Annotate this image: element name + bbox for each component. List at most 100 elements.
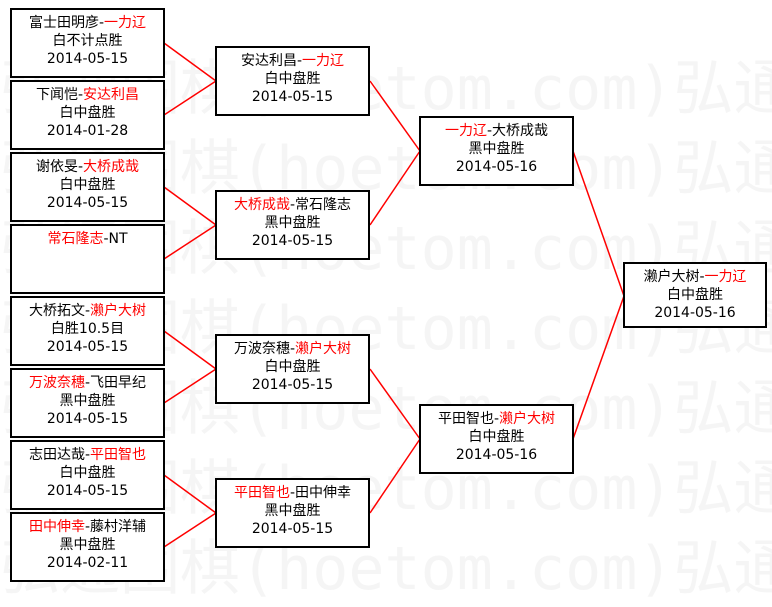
- match-box-r1-2: 下闻恺-安达利昌 白中盘胜 2014-01-28: [10, 80, 165, 150]
- player-name: 平田智也: [437, 411, 494, 427]
- match-result: 白中盘胜: [468, 429, 525, 445]
- winner-name: 濑户大树: [499, 411, 556, 427]
- player-name: 谢依旻: [35, 159, 78, 175]
- bracket-line: [369, 368, 421, 440]
- bracket-line: [572, 295, 625, 440]
- player-name: 安达利昌: [240, 53, 297, 69]
- match-date: 2014-05-16: [455, 159, 538, 175]
- player-name: 志田达哉: [28, 447, 85, 463]
- bracket-line: [163, 42, 217, 82]
- match-date: 2014-05-15: [46, 195, 129, 211]
- match-result: [12, 248, 163, 266]
- winner-name: 常石隆志: [47, 231, 104, 247]
- match-result: 白胜10.5目: [50, 321, 125, 337]
- player-name: 濑户大树: [643, 269, 700, 285]
- player-name: 藤村洋辅: [90, 519, 147, 535]
- match-players: 万波奈穗-飞田早纪: [28, 375, 147, 391]
- match-box-r2-1: 安达利昌-一力辽 白中盘胜 2014-05-15: [215, 46, 370, 116]
- winner-name: 濑户大树: [295, 341, 352, 357]
- player-name: NT: [108, 231, 128, 247]
- match-result: 白中盘胜: [264, 71, 321, 87]
- winner-name: 平田智也: [90, 447, 147, 463]
- bracket-line: [163, 330, 217, 370]
- match-players: 常石隆志-NT: [47, 231, 128, 247]
- match-date: 2014-02-11: [46, 555, 129, 571]
- match-date: 2014-05-15: [251, 377, 334, 393]
- match-date: [12, 266, 163, 284]
- match-result: 白中盘胜: [667, 287, 723, 303]
- player-name: 下闻恺: [35, 87, 78, 103]
- winner-name: 万波奈穗: [28, 375, 85, 391]
- match-result: 黑中盘胜: [59, 537, 116, 553]
- match-box-r2-2: 大桥成哉-常石隆志 黑中盘胜 2014-05-15: [215, 190, 370, 260]
- winner-name: 安达利昌: [83, 87, 140, 103]
- match-box-r1-6: 万波奈穗-飞田早纪 黑中盘胜 2014-05-15: [10, 368, 165, 438]
- match-players: 下闻恺-安达利昌: [35, 87, 140, 103]
- match-box-r1-1: 富士田明彦-一力辽 白不计点胜 2014-05-15: [10, 8, 165, 78]
- bracket-line: [163, 512, 217, 548]
- bracket-line: [369, 80, 421, 152]
- match-result: 黑中盘胜: [468, 141, 525, 157]
- match-box-r1-3: 谢依旻-大桥成哉 白中盘胜 2014-05-15: [10, 152, 165, 222]
- bracket-line: [163, 80, 217, 116]
- match-result: 白不计点胜: [52, 33, 123, 49]
- match-box-r1-5: 大桥拓文-濑户大树 白胜10.5目 2014-05-15: [10, 296, 165, 366]
- match-players: 安达利昌-一力辽: [240, 53, 345, 69]
- bracket-line: [572, 150, 625, 297]
- match-date: 2014-05-15: [46, 483, 129, 499]
- winner-name: 一力辽: [444, 123, 487, 139]
- winner-name: 濑户大树: [90, 303, 147, 319]
- match-box-final: 濑户大树-一力辽 白中盘胜 2014-05-16: [623, 262, 767, 328]
- match-date: 2014-05-16: [654, 305, 736, 321]
- match-box-r3-2: 平田智也-濑户大树 白中盘胜 2014-05-16: [419, 404, 574, 474]
- match-players: 大桥成哉-常石隆志: [233, 197, 352, 213]
- match-result: 白中盘胜: [264, 359, 321, 375]
- match-players: 万波奈穗-濑户大树: [233, 341, 352, 357]
- player-name: 大桥成哉: [492, 123, 549, 139]
- match-date: 2014-05-15: [251, 521, 334, 537]
- match-result: 白中盘胜: [59, 105, 116, 121]
- match-date: 2014-05-15: [46, 411, 129, 427]
- winner-name: 一力辽: [104, 15, 147, 31]
- match-result: 白中盘胜: [59, 177, 116, 193]
- match-box-r1-4: 常石隆志-NT: [10, 224, 165, 294]
- match-players: 谢依旻-大桥成哉: [35, 159, 140, 175]
- player-name: 大桥拓文: [28, 303, 85, 319]
- match-result: 黑中盘胜: [59, 393, 116, 409]
- match-players: 志田达哉-平田智也: [28, 447, 147, 463]
- winner-name: 一力辽: [704, 269, 747, 285]
- match-players: 濑户大树-一力辽: [643, 269, 747, 285]
- player-name: 飞田早纪: [90, 375, 147, 391]
- winner-name: 大桥成哉: [233, 197, 290, 213]
- match-players: 平田智也-田中伸幸: [233, 485, 352, 501]
- player-name: 田中伸幸: [295, 485, 352, 501]
- match-players: 平田智也-濑户大树: [437, 411, 556, 427]
- match-box-r2-4: 平田智也-田中伸幸 黑中盘胜 2014-05-15: [215, 478, 370, 548]
- winner-name: 大桥成哉: [83, 159, 140, 175]
- winner-name: 田中伸幸: [28, 519, 85, 535]
- match-date: 2014-01-28: [46, 123, 129, 139]
- bracket-line: [369, 150, 421, 226]
- match-date: 2014-05-15: [46, 339, 129, 355]
- bracket-line: [163, 224, 217, 260]
- match-box-r1-7: 志田达哉-平田智也 白中盘胜 2014-05-15: [10, 440, 165, 510]
- match-result: 黑中盘胜: [264, 215, 321, 231]
- match-players: 富士田明彦-一力辽: [28, 15, 147, 31]
- match-date: 2014-05-15: [251, 89, 334, 105]
- match-box-r2-3: 万波奈穗-濑户大树 白中盘胜 2014-05-15: [215, 334, 370, 404]
- bracket-line: [163, 186, 217, 226]
- bracket-line: [163, 368, 217, 404]
- match-players: 田中伸幸-藤村洋辅: [28, 519, 147, 535]
- player-name: 富士田明彦: [28, 15, 99, 31]
- winner-name: 平田智也: [233, 485, 290, 501]
- player-name: 常石隆志: [295, 197, 352, 213]
- match-date: 2014-05-15: [46, 51, 129, 67]
- player-name: 万波奈穗: [233, 341, 290, 357]
- match-box-r3-1: 一力辽-大桥成哉 黑中盘胜 2014-05-16: [419, 116, 574, 186]
- match-players: 大桥拓文-濑户大树: [28, 303, 147, 319]
- match-box-r1-8: 田中伸幸-藤村洋辅 黑中盘胜 2014-02-11: [10, 512, 165, 582]
- bracket-connectors: [163, 42, 625, 548]
- bracket-line: [163, 474, 217, 514]
- match-result: 白中盘胜: [59, 465, 116, 481]
- match-players: 一力辽-大桥成哉: [444, 123, 549, 139]
